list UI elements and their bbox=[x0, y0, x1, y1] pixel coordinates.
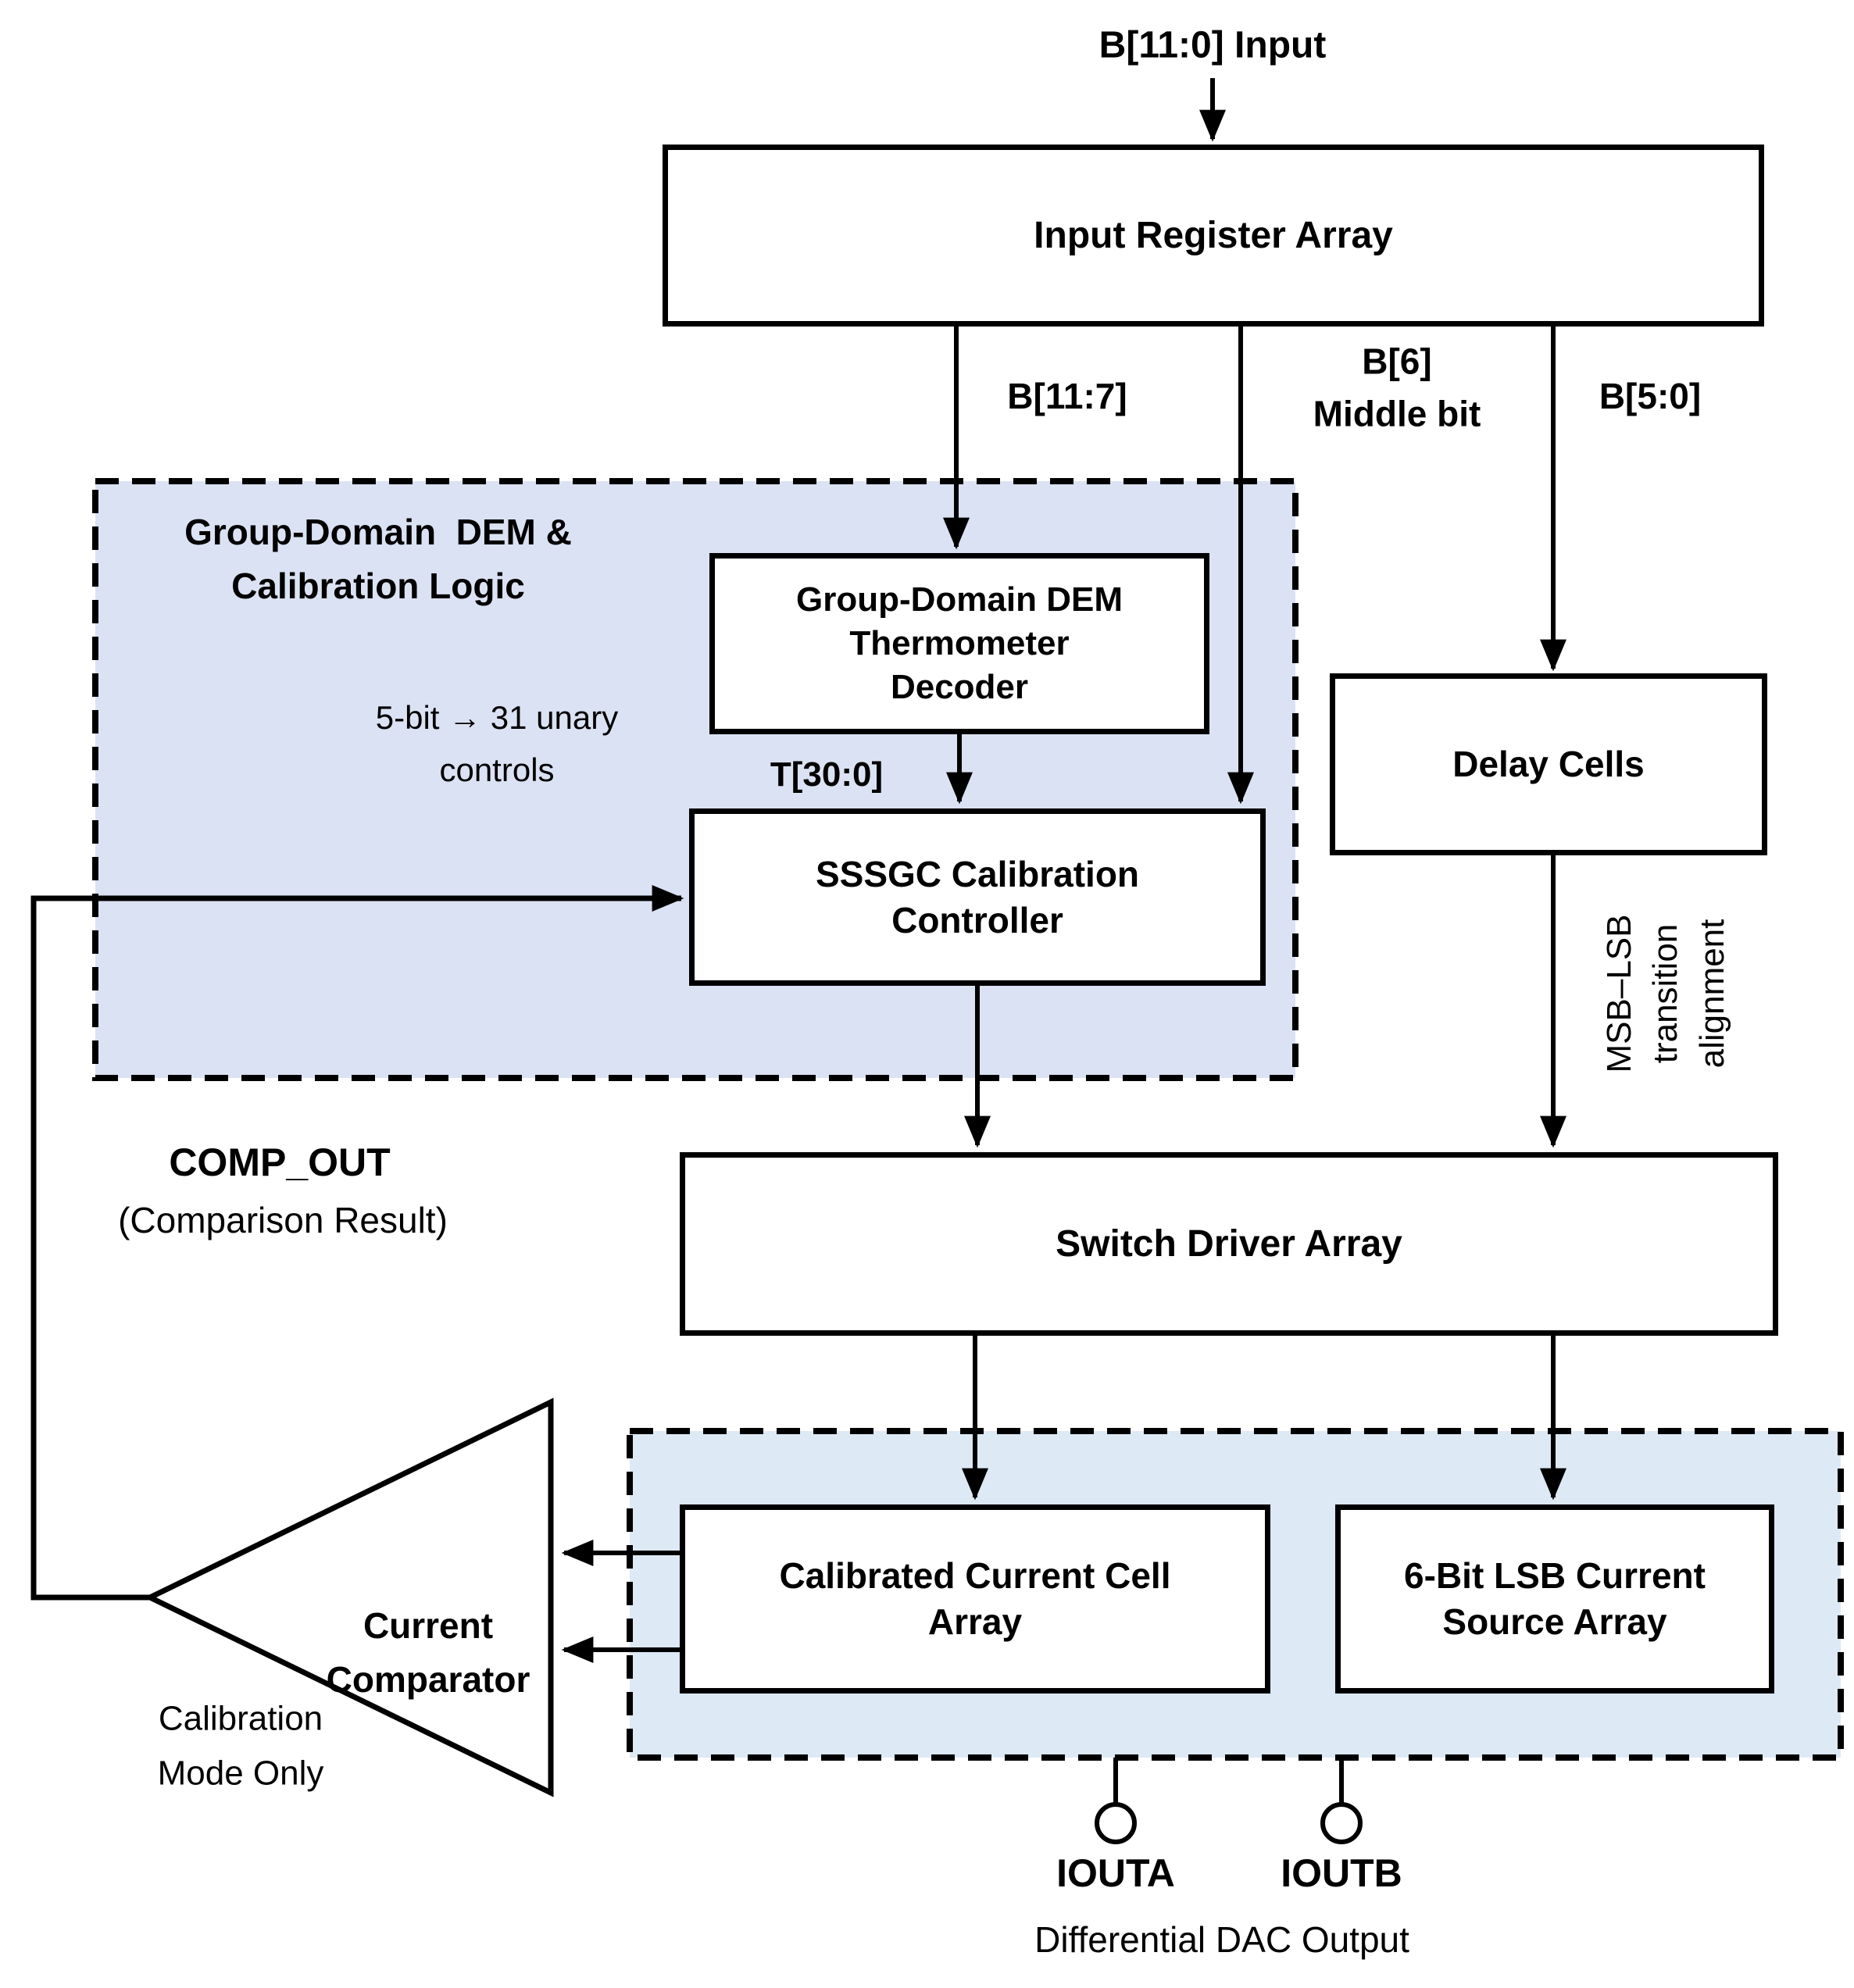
calibration-mode-note: Calibration Mode Only bbox=[158, 1692, 324, 1802]
calibrated-array-label-line2: Array bbox=[927, 1601, 1023, 1642]
b6-label-line2: Middle bit bbox=[1313, 393, 1481, 434]
iouta-terminal-icon bbox=[1095, 1802, 1137, 1844]
input-register-array-block: Input Register Array bbox=[663, 145, 1764, 327]
comp-out-feedback-line bbox=[30, 885, 684, 1601]
ioutb-label: IOUTB bbox=[1281, 1851, 1402, 1895]
comp-out-label: COMP_OUT bbox=[169, 1140, 391, 1184]
alignment-note-line2: transition bbox=[1646, 923, 1685, 1064]
controller-label-line2: Controller bbox=[891, 899, 1063, 940]
iouta-label: IOUTA bbox=[1056, 1851, 1175, 1895]
current-comparator-label: Current Comparator bbox=[327, 1599, 530, 1707]
dem-region-title-line2: Calibration Logic bbox=[231, 566, 525, 606]
decoder-label-line2: Thermometer bbox=[849, 623, 1070, 662]
b5-0-bus-label: B[5:0] bbox=[1599, 376, 1702, 416]
comparator-label-line2: Comparator bbox=[326, 1659, 530, 1700]
b6-label-line1: B[6] bbox=[1362, 341, 1432, 382]
dem-thermometer-decoder-block: Group-Domain DEM Thermometer Decoder bbox=[709, 553, 1209, 734]
comparison-result-label: (Comparison Result) bbox=[118, 1200, 448, 1240]
switch-driver-array-block: Switch Driver Array bbox=[680, 1152, 1778, 1336]
lsb-current-source-array-block: 6-Bit LSB Current Source Array bbox=[1335, 1504, 1774, 1694]
alignment-note-line1: MSB–LSB bbox=[1599, 914, 1638, 1073]
unary-note-line2: controls bbox=[439, 751, 555, 788]
ioutb-terminal-icon bbox=[1320, 1802, 1363, 1844]
b11-7-bus-label: B[11:7] bbox=[1007, 376, 1127, 416]
unary-note-line1: 5-bit → 31 unary bbox=[375, 698, 619, 736]
controller-label-line1: SSSGC Calibration bbox=[815, 853, 1140, 894]
calibrated-current-cell-array-block: Calibrated Current Cell Array bbox=[680, 1504, 1270, 1694]
switch-driver-array-label: Switch Driver Array bbox=[1056, 1222, 1402, 1265]
lsb-array-label-line2: Source Array bbox=[1442, 1601, 1667, 1642]
msb-lsb-alignment-note: MSB–LSB transition alignment bbox=[1596, 915, 1735, 1073]
lsb-array-label-line1: 6-Bit LSB Current bbox=[1404, 1555, 1706, 1597]
decoder-label-line1: Group-Domain DEM bbox=[796, 580, 1123, 619]
input-register-array-label: Input Register Array bbox=[1034, 214, 1393, 256]
alignment-note-line3: alignment bbox=[1692, 919, 1731, 1069]
b11-0-input-label: B[11:0] Input bbox=[1098, 24, 1327, 66]
comparator-label-line1: Current bbox=[363, 1605, 494, 1646]
t30-0-bus-label: T[30:0] bbox=[770, 755, 884, 794]
dem-region-title: Group-Domain DEM & Calibration Logic bbox=[184, 505, 572, 613]
calibration-mode-line1: Calibration bbox=[158, 1699, 323, 1738]
current-comparator-symbol bbox=[144, 1397, 554, 1797]
delay-cells-block: Delay Cells bbox=[1330, 673, 1767, 855]
sssgc-calibration-controller-block: SSSGC Calibration Controller bbox=[689, 808, 1266, 986]
calibrated-array-label-line1: Calibrated Current Cell bbox=[779, 1555, 1171, 1597]
dem-region-title-line1: Group-Domain DEM & bbox=[184, 512, 572, 552]
differential-dac-output-label: Differential DAC Output bbox=[1034, 1919, 1409, 1960]
delay-cells-label: Delay Cells bbox=[1452, 744, 1645, 785]
b6-middle-bit-label: B[6] Middle bit bbox=[1313, 335, 1481, 439]
unary-controls-note: 5-bit → 31 unary controls bbox=[376, 691, 619, 796]
decoder-label-line3: Decoder bbox=[890, 668, 1029, 707]
calibration-mode-line2: Mode Only bbox=[157, 1754, 324, 1793]
